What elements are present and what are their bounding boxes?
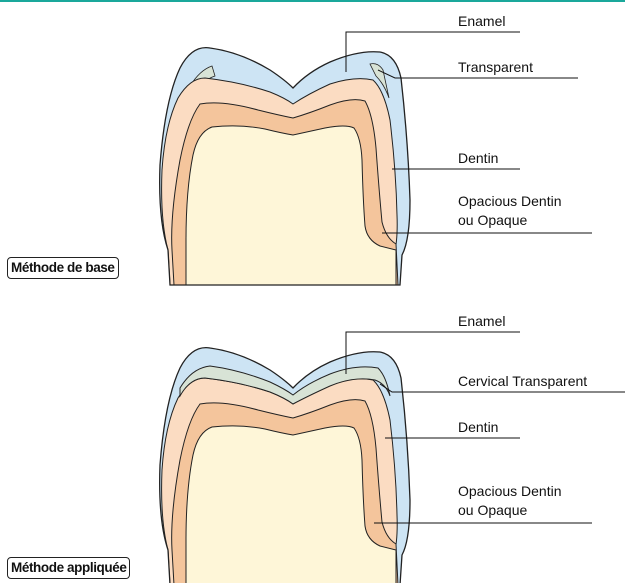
tooth-diagram-base: Enamel Transparent Dentin Opacious Denti… [160,13,592,285]
label-enamel: Enamel [458,13,505,29]
method-label-base: Méthode de base [7,257,119,279]
label-cervical-transparent: Cervical Transparent [458,373,587,389]
label-dentin: Dentin [458,419,498,435]
label-enamel: Enamel [458,313,505,329]
label-opacious-line2: ou Opaque [458,212,527,228]
label-opacious-line1: Opacious Dentin [458,483,562,499]
tooth-diagram-applied: Enamel Cervical Transparent Dentin Opaci… [160,313,625,583]
method-label-applied: Méthode appliquée [7,557,130,579]
label-opacious-line1: Opacious Dentin [458,193,562,209]
label-opacious-line2: ou Opaque [458,502,527,518]
label-dentin: Dentin [458,150,498,166]
label-transparent: Transparent [458,59,533,75]
